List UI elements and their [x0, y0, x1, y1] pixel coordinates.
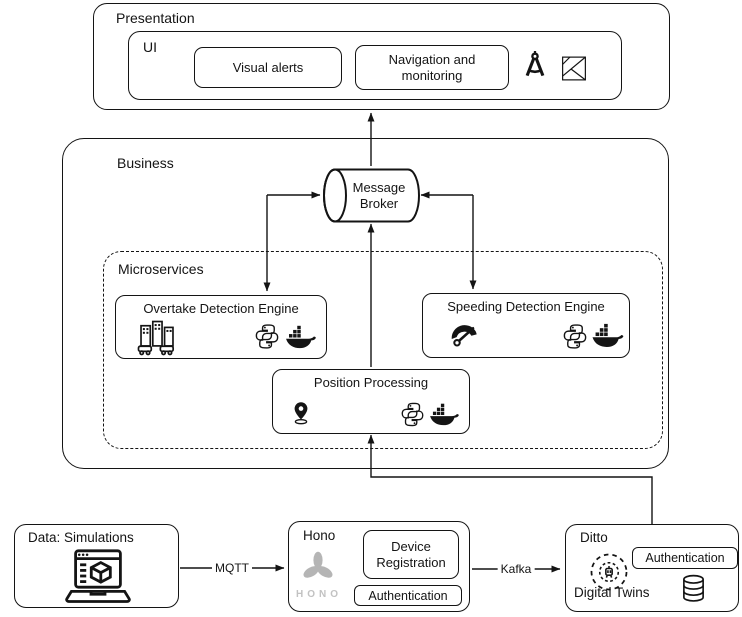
python-icon [253, 322, 281, 351]
message-broker-cylinder-cap [323, 168, 347, 223]
digital-twins-label: Digital Twins [574, 585, 650, 600]
kibana-icon [561, 55, 587, 82]
microservices-title: Microservices [118, 261, 204, 277]
location-pin-icon [289, 396, 313, 430]
visual-alerts-box: Visual alerts [194, 47, 342, 88]
speeding-engine-label: Speeding Detection Engine [447, 299, 605, 314]
data-simulations-title: Data: Simulations [28, 530, 134, 545]
data-simulations-box: Data: Simulations [14, 524, 179, 608]
speedometer-icon [445, 319, 483, 350]
hono-logo [299, 549, 337, 587]
speeding-engine-box: Speeding Detection Engine [422, 293, 630, 358]
business-container: Business Microservices Overtake Detectio… [62, 138, 669, 469]
navigation-monitoring-label: Navigation and monitoring [388, 51, 476, 83]
ditto-logo [587, 551, 631, 593]
overtake-engine-label: Overtake Detection Engine [143, 301, 299, 316]
message-broker-label-line1: Message [352, 179, 406, 195]
hono-logo-text: HONO [296, 589, 342, 600]
ditto-box: Ditto Authentication Digital Twins [565, 524, 739, 612]
message-broker-label-line2: Broker [359, 195, 399, 211]
presentation-title: Presentation [116, 10, 195, 26]
python-icon [561, 322, 589, 351]
message-broker: Message Broker [322, 167, 422, 224]
database-icon [677, 573, 710, 606]
hono-box: Hono HONO Device Registration Authentica… [288, 521, 470, 612]
position-processing-label: Position Processing [313, 375, 429, 390]
microservices-container: Microservices Overtake Detection Engine [103, 251, 663, 449]
hono-title: Hono [303, 528, 336, 543]
ditto-authentication-box: Authentication [632, 547, 738, 569]
business-title: Business [117, 155, 174, 171]
docker-icon [591, 321, 625, 350]
ui-title: UI [143, 39, 157, 55]
docker-icon [429, 401, 460, 428]
device-registration-box: Device Registration [363, 530, 459, 579]
python-icon [399, 401, 426, 428]
hono-authentication-box: Authentication [354, 585, 462, 606]
compass-icon [520, 48, 550, 82]
city-traffic-icon [134, 319, 180, 356]
navigation-monitoring-box: Navigation and monitoring [355, 45, 509, 90]
laptop-simulation-icon [61, 548, 135, 604]
device-registration-label: Device Registration [376, 538, 446, 570]
ditto-authentication-label: Authentication [645, 551, 725, 565]
position-processing-box: Position Processing [272, 369, 470, 434]
presentation-container: Presentation UI Visual alerts Navigation… [93, 3, 670, 110]
docker-icon [284, 323, 318, 351]
hono-authentication-label: Authentication [368, 588, 448, 603]
kafka-edge-label: Kafka [497, 562, 535, 576]
overtake-engine-box: Overtake Detection Engine [115, 295, 327, 359]
ui-container: UI Visual alerts Navigation and monitori… [128, 31, 622, 100]
ditto-title: Ditto [580, 530, 608, 545]
visual-alerts-label: Visual alerts [232, 59, 304, 75]
mqtt-edge-label: MQTT [212, 561, 252, 575]
